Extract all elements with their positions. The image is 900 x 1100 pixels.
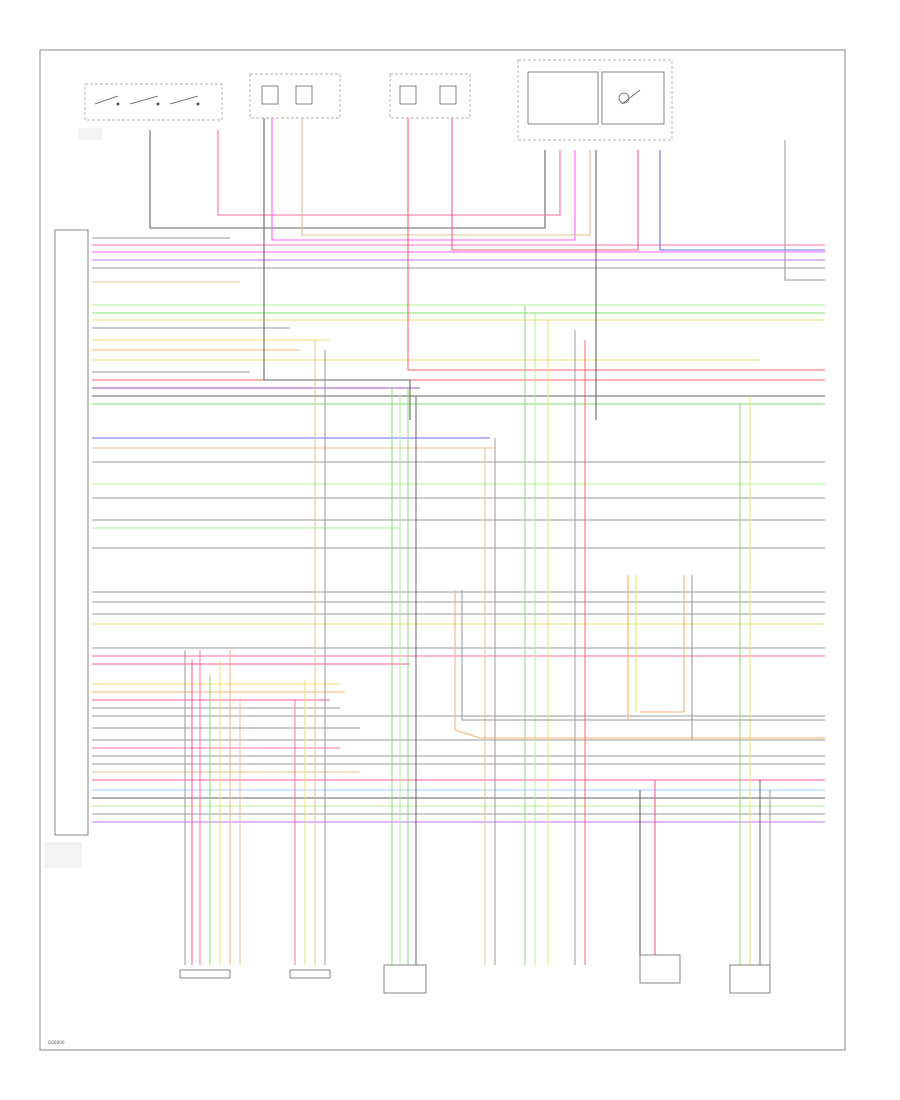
wire — [263, 118, 411, 420]
connector-strip-1 — [179, 969, 231, 979]
ignition-switch — [78, 83, 223, 140]
wire-layer — [92, 118, 825, 965]
module-label-block — [44, 842, 82, 868]
connector-box-2 — [639, 954, 681, 984]
wire — [451, 118, 639, 251]
wire — [659, 150, 825, 251]
wire — [217, 130, 561, 216]
fuse-box-1 — [249, 73, 341, 119]
wire — [271, 118, 576, 241]
relay-box — [517, 59, 673, 141]
connector-strip-2 — [289, 969, 331, 979]
connector-box-3 — [729, 964, 771, 994]
wire — [784, 140, 825, 281]
connector-box-1 — [383, 964, 427, 994]
wire — [301, 118, 591, 236]
wire — [640, 575, 685, 713]
diagram-border — [39, 49, 846, 1051]
wire — [407, 118, 825, 371]
figure-code: G00000 — [48, 1040, 65, 1045]
wire — [461, 590, 825, 721]
engine-control-module — [44, 229, 89, 868]
bottom-connectors — [179, 954, 771, 994]
wire — [149, 130, 546, 229]
fuse-box-2 — [389, 73, 471, 119]
wire — [454, 590, 825, 739]
